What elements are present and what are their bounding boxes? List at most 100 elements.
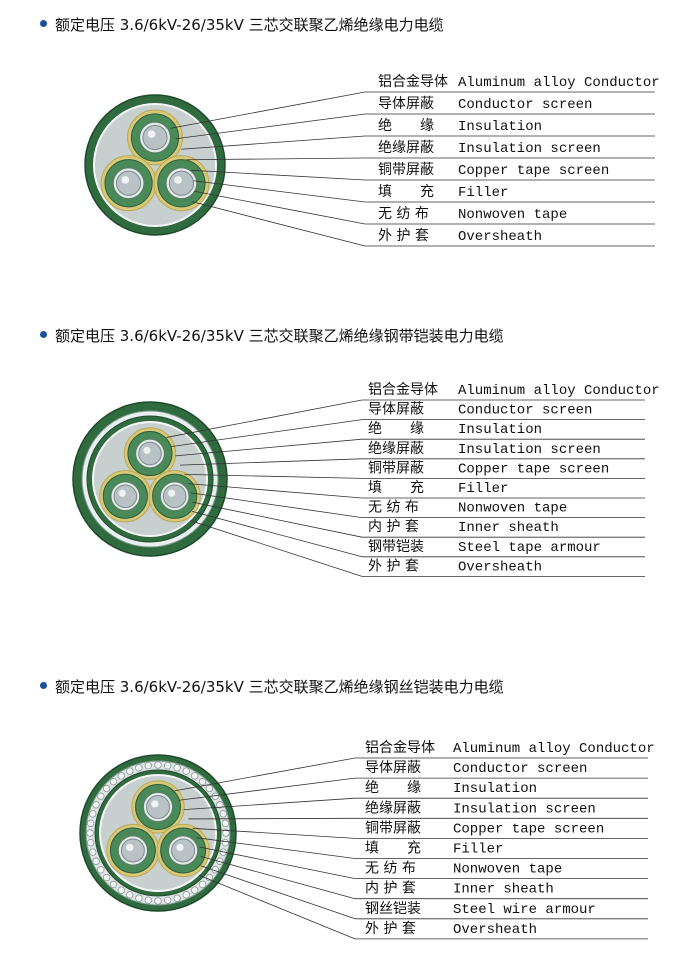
label-english: Insulation screen — [458, 141, 601, 157]
aluminum-conductor — [116, 170, 142, 196]
section-title-text: 额定电压 3.6/6kV-26/35kV 三芯交联聚乙烯绝缘电力电缆 — [55, 16, 444, 34]
steel-wire-strand — [97, 792, 105, 800]
aluminum-conductor — [171, 838, 196, 863]
steel-wire-strand — [126, 767, 134, 775]
steel-wire-strand — [154, 761, 162, 769]
conductor-highlight — [143, 446, 151, 455]
leader-line — [196, 837, 356, 859]
aluminum-conductor — [113, 484, 138, 509]
leader-line — [194, 190, 366, 225]
label-english: Conductor screen — [458, 403, 592, 419]
leader-line — [192, 501, 363, 538]
leader-line — [198, 874, 356, 940]
leader-line — [180, 458, 363, 466]
aluminum-conductor — [162, 484, 187, 509]
steel-wire-strand — [109, 880, 118, 889]
label-chinese: 绝缘屏蔽 — [368, 441, 424, 457]
label-english: Copper tape screen — [458, 461, 609, 477]
leader-line — [192, 201, 366, 247]
conductor-highlight — [121, 176, 130, 184]
leader-line — [175, 113, 366, 140]
steel-wire-strand — [86, 829, 94, 837]
cable-cross-section — [72, 401, 228, 557]
label-english: Conductor screen — [458, 97, 592, 113]
label-english: Steel wire armour — [453, 902, 596, 918]
steel-wire-strand — [144, 761, 153, 770]
steel-wire-strand — [135, 894, 143, 902]
leader-line — [199, 846, 356, 879]
leader-line — [174, 757, 356, 792]
cable-cross-section — [84, 94, 226, 236]
aluminum-conductor — [168, 170, 194, 196]
conductor-highlight — [168, 489, 176, 497]
section-title-text: 额定电压 3.6/6kV-26/35kV 三芯交联聚乙烯绝缘钢带铠装电力电缆 — [55, 327, 504, 345]
bullet-icon — [40, 682, 47, 689]
leader-line — [192, 510, 363, 558]
leader-line — [190, 492, 363, 518]
label-chinese: 填 充 — [365, 841, 421, 857]
steel-wire-strand — [102, 873, 111, 882]
steel-wire-strand — [173, 764, 181, 772]
leader-line — [175, 438, 363, 457]
steel-wire-strand — [89, 810, 97, 818]
conductor-highlight — [118, 489, 126, 497]
steel-wire-strand — [86, 819, 95, 828]
steel-wire-strand — [109, 777, 118, 786]
label-chinese: 外 护 套 — [365, 921, 416, 937]
leader-line — [190, 169, 366, 181]
leader-line — [184, 473, 363, 479]
aluminum-conductor — [138, 441, 162, 466]
aluminum-conductor — [120, 838, 145, 863]
label-chinese: 内 护 套 — [368, 519, 419, 535]
section-title-text: 额定电压 3.6/6kV-26/35kV 三芯交联聚乙烯绝缘钢丝铠装电力电缆 — [55, 678, 504, 696]
steel-wire-strand — [216, 801, 224, 809]
label-chinese: 铝合金导体 — [378, 74, 448, 90]
steel-wire-strand — [86, 838, 95, 847]
label-chinese: 绝 缘 — [365, 780, 421, 796]
label-english: Aluminum alloy Conductor — [458, 75, 660, 91]
cable-cross-section — [79, 754, 237, 912]
steel-wire-strand — [135, 764, 143, 772]
leader-line — [188, 817, 356, 820]
label-english: Insulation screen — [453, 801, 596, 817]
steel-wire-strand — [219, 810, 227, 818]
label-english: Nonwoven tape — [458, 207, 567, 223]
steel-wire-strand — [205, 784, 214, 793]
label-chinese: 内 护 套 — [365, 881, 416, 897]
leader-line — [170, 91, 366, 129]
steel-wire-strand — [97, 866, 105, 874]
steel-wire-strand — [191, 886, 199, 894]
steel-wire-strand — [205, 873, 214, 882]
steel-wire-strand — [198, 880, 207, 889]
label-chinese: 无 纺 布 — [368, 500, 419, 516]
steel-wire-strand — [222, 829, 230, 837]
leader-line — [200, 865, 356, 920]
label-chinese: 绝 缘 — [378, 118, 434, 134]
label-chinese: 无 纺 布 — [365, 861, 416, 877]
steel-wire-strand — [126, 891, 134, 899]
steel-wire-strand — [163, 896, 172, 905]
steel-wire-strand — [182, 891, 190, 899]
leader-line — [186, 157, 366, 161]
leader-line — [178, 777, 356, 801]
label-chinese: 铝合金导体 — [365, 740, 435, 756]
steel-wire-strand — [221, 838, 230, 847]
leader-line — [188, 483, 363, 499]
steel-wire-strand — [117, 886, 125, 894]
